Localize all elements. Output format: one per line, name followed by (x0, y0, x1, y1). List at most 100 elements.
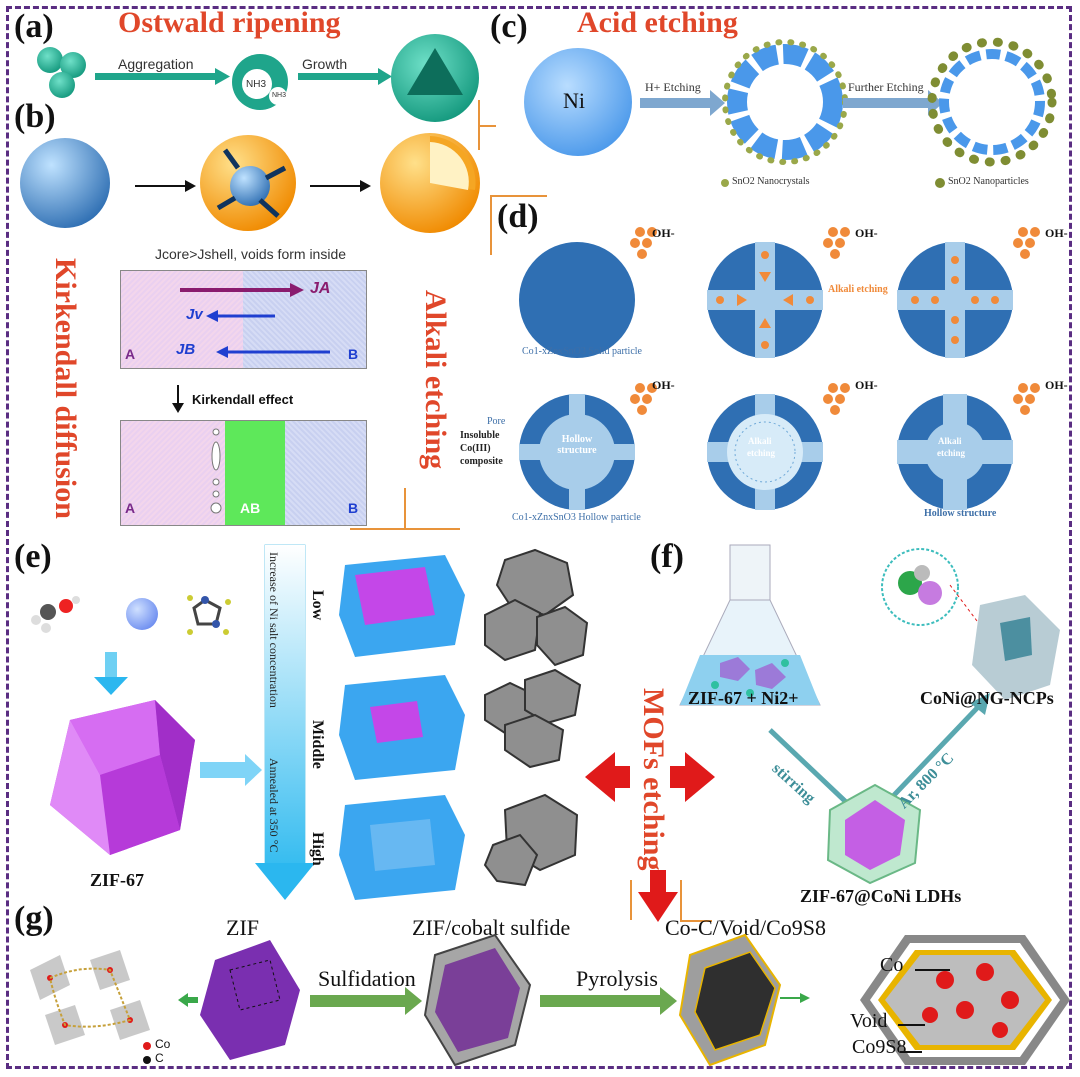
low-label: Low (309, 590, 326, 621)
panel-b-graphic (20, 133, 480, 233)
panel-g-label: (g) (14, 900, 54, 937)
reactant-label: ZIF-67 + Ni2+ (688, 688, 799, 708)
panel-a-graphic (37, 34, 479, 122)
mofs-etching-side-title: MOFs etching (637, 688, 670, 871)
zif67-dodecahedron (50, 700, 195, 855)
co9s8-label: Co9S8 (852, 1036, 907, 1058)
pyrolysis-product (678, 933, 782, 1067)
cobalt-ion (126, 598, 158, 630)
pore-label: Pore (487, 416, 506, 427)
oh-label-3: OH- (1045, 226, 1068, 240)
cage-structure (881, 548, 959, 626)
oh-label-2: OH- (855, 226, 878, 240)
product-label: CoNi@NG-NCPs (920, 688, 1054, 708)
tem-high-2 (483, 833, 539, 887)
flux-ja-label: JA (310, 280, 331, 297)
diffused-couple (120, 420, 367, 526)
nh3-bubble-small (269, 87, 287, 105)
annealed-label: Annealed at 350 °C (267, 758, 281, 853)
bracket-eg-2 (680, 880, 712, 922)
panel-a-title: Ostwald ripening (118, 6, 341, 39)
solid-particle (519, 242, 635, 358)
aggregation-label: Aggregation (118, 56, 194, 72)
bracket-ab-tick (478, 125, 496, 127)
hollow-sphere-cutaway (407, 48, 463, 95)
zif-polyhedron (200, 940, 300, 1060)
oh-cluster-6 (1013, 383, 1040, 415)
sno2-nanoparticles-label: SnO2 Nanoparticles (948, 176, 1029, 187)
nanoparticle-1 (37, 47, 63, 73)
tem-images (483, 548, 589, 887)
bracket-be (404, 488, 406, 528)
nh3-small-label: NH3 (272, 92, 287, 99)
mofs-down-arrow (638, 870, 678, 922)
nanoparticle-2 (60, 52, 86, 78)
region-b2-label: B (348, 500, 359, 516)
oh-label-1: OH- (652, 226, 675, 240)
ngncp-polyhedron (972, 595, 1060, 700)
alkali-inner-label-4: etching (937, 448, 965, 458)
region-ab-fill (225, 421, 285, 525)
sno2-nanoparticles (927, 37, 1057, 167)
kirkendall-down-arrow (172, 385, 184, 413)
flask (679, 544, 821, 706)
tem-low-1 (495, 548, 575, 617)
zif-label: ZIF (226, 915, 259, 940)
bracket-d (490, 195, 547, 255)
ni-concentration-label: Increase of Ni salt concentration (267, 552, 281, 708)
ni-core (524, 48, 632, 156)
bracket-eg-1 (630, 880, 632, 920)
aggregation-arrow-head (215, 68, 230, 85)
blue-polyhedra (339, 555, 465, 900)
oh-label-5: OH- (855, 378, 878, 392)
sulfidation-label: Sulfidation (318, 966, 416, 991)
oh-cluster-4 (630, 383, 657, 415)
panel-f-label: (f) (650, 538, 684, 575)
panel-d-graphic (519, 227, 1040, 510)
panel-f-graphic (679, 544, 1060, 885)
nanoparticle-3 (49, 72, 75, 98)
legend-co-dot (143, 1042, 151, 1050)
tem-mid-2 (524, 668, 582, 725)
panel-e-label: (e) (14, 538, 52, 575)
panel-g-graphic (30, 933, 1070, 1067)
growth-label: Growth (302, 56, 348, 72)
ldh-particle (826, 783, 922, 885)
down-arrow-e (94, 677, 128, 695)
alkali-inner-label-3: Alkali (938, 436, 962, 446)
oh-label-6: OH- (1045, 378, 1068, 392)
pyrolysis-label: Pyrolysis (576, 966, 658, 991)
polyhedron-middle (339, 675, 465, 780)
further-etching-label: Further Etching (848, 80, 924, 94)
flux-jv-label: Jv (186, 306, 203, 323)
legend-c-label: C (155, 1051, 164, 1065)
flux-arrows (180, 283, 330, 358)
panel-d-label: (d) (497, 198, 539, 235)
zif-cobalt-sulfide-polyhedron (423, 933, 532, 1067)
region-a2-label: A (125, 500, 136, 516)
thin-shell (939, 49, 1045, 155)
further-etching-arrow-shaft (843, 98, 928, 108)
panel-b-label: (b) (14, 98, 56, 135)
region-ab-label: AB (240, 500, 261, 516)
kirkendall-side-title: Kirkendall diffusion (49, 258, 82, 519)
insoluble-label: Insoluble (460, 430, 500, 441)
oh-cluster-1 (630, 227, 657, 259)
oh-cluster-2 (823, 227, 850, 259)
region-a-label: A (125, 346, 136, 362)
region-b2-fill (285, 421, 366, 525)
sno2-nanocrystals-label: SnO2 Nanocrystals (732, 176, 810, 187)
alkali-inner-label-2: etching (747, 448, 775, 458)
growth-arrow-head (378, 68, 392, 85)
ldh-label: ZIF-67@CoNi LDHs (800, 886, 962, 906)
panel-c-label: (c) (490, 8, 528, 45)
nh3-bubble-large (242, 69, 272, 99)
panel-c-title: Acid etching (577, 6, 738, 39)
legend-co-label: Co (155, 1037, 171, 1051)
region-b-label: B (348, 346, 359, 362)
kirkendall-caption: Jcore>Jshell, voids form inside (155, 246, 347, 262)
pyrolysis-arrow (660, 987, 677, 1015)
oh-label-4: OH- (652, 378, 675, 392)
oh-cluster-5 (823, 383, 850, 415)
co-label: Co (880, 954, 904, 976)
